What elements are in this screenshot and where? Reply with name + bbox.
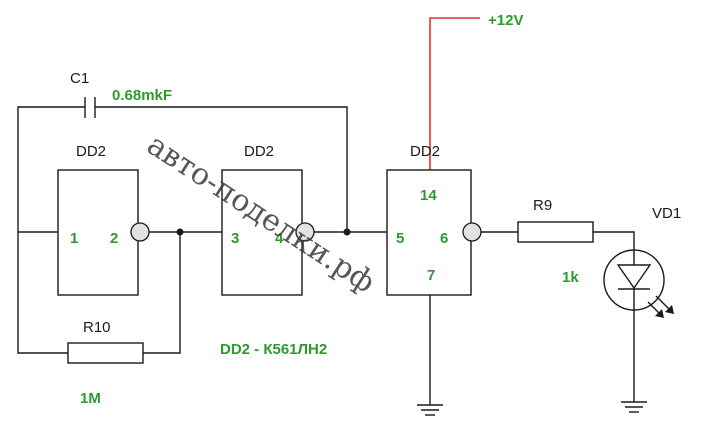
light-emission-arrows-icon (647, 295, 674, 318)
cap-right-wire (95, 106, 348, 232)
gate2-label: DD2 (244, 143, 274, 160)
gate2-in-pin: 3 (231, 230, 239, 247)
gate1-in-pin: 1 (70, 230, 78, 247)
r9-ref: R9 (533, 197, 552, 214)
capacitor-value: 0.68mkF (112, 87, 172, 104)
cap-loop-wire (17, 106, 85, 354)
ground-icon (417, 404, 443, 416)
gate3-label: DD2 (410, 143, 440, 160)
ground-icon (621, 401, 647, 413)
gate3-inverter-bubble (462, 222, 482, 242)
r10-wire (143, 232, 181, 354)
gate3-body (386, 169, 472, 296)
r10-value: 1M (80, 390, 101, 407)
resistor-r10 (67, 342, 144, 364)
vcc-wire (429, 17, 480, 183)
gate2-body (221, 169, 303, 296)
gate1-body (57, 169, 139, 296)
vcc-label: +12V (488, 12, 523, 29)
gate3-vcc-pin: 14 (420, 187, 437, 204)
gate3-gnd-pin: 7 (427, 267, 435, 284)
r9-led-wire (593, 231, 635, 250)
capacitor-ref: C1 (70, 70, 89, 87)
ic-note: DD2 - К561ЛН2 (220, 341, 327, 358)
gate1-inverter-bubble (130, 222, 150, 242)
junction-node (343, 228, 351, 236)
gate2-out-pin: 4 (275, 230, 284, 247)
gate1-label: DD2 (76, 143, 106, 160)
r10-ref: R10 (83, 319, 111, 336)
diode-icon (616, 250, 652, 310)
r9-value: 1k (562, 269, 579, 286)
gate3-in-pin: 5 (396, 230, 404, 247)
led-ref: VD1 (652, 205, 681, 222)
resistor-r9 (517, 221, 594, 243)
gate1-out-pin: 2 (110, 230, 118, 247)
gate3-out-pin: 6 (440, 230, 448, 247)
